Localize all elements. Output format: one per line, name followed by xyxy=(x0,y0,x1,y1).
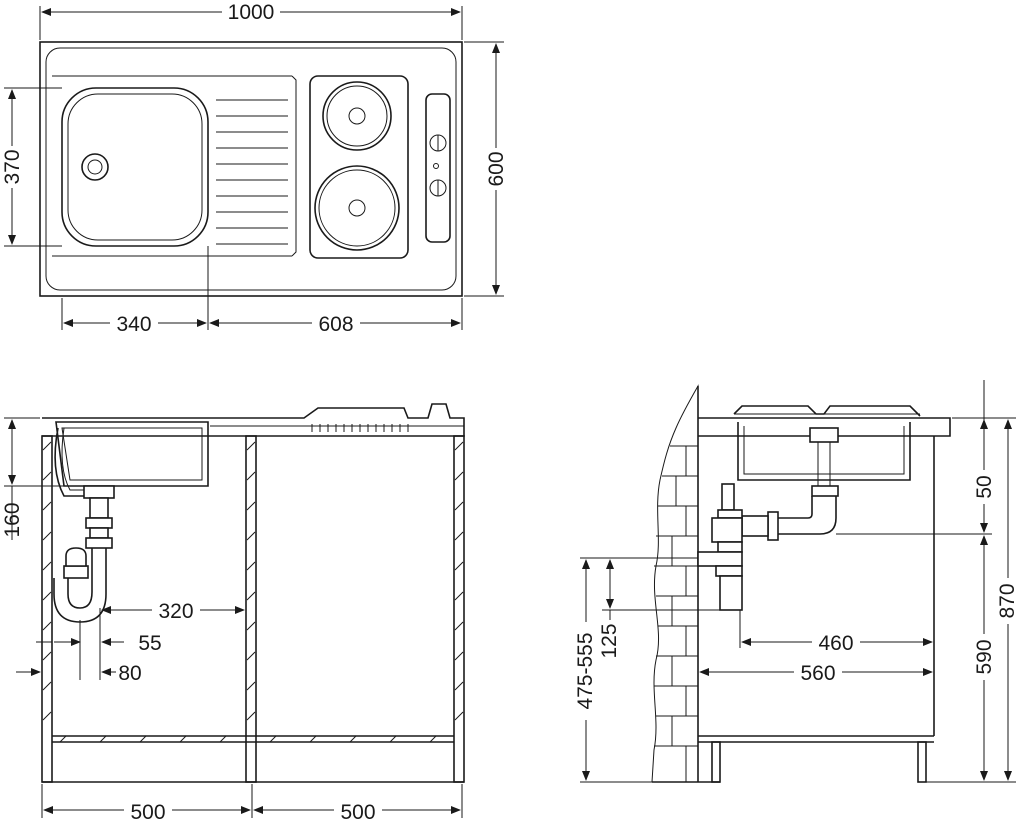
hotplate-small-center xyxy=(348,107,366,125)
drain-hole-inner xyxy=(87,159,103,175)
side-foot-back xyxy=(711,741,721,783)
dim-wall-connection-offset: 125 xyxy=(598,623,621,658)
panel-hatching xyxy=(42,441,464,743)
dim-drain-drop: 50 xyxy=(973,475,996,498)
dim-outlet-depth: 460 xyxy=(818,632,853,655)
indicator-light xyxy=(433,163,439,169)
dim-sink-depth: 370 xyxy=(1,149,24,184)
right-cabinet-side xyxy=(453,435,465,783)
front-sink-basin xyxy=(55,421,209,487)
dim-right-cabinet: 500 xyxy=(340,801,375,823)
side-inlet-nozzle xyxy=(721,483,735,511)
overflow-pipe xyxy=(54,427,84,497)
front-view: 160 320 55 80 500 500 xyxy=(1,403,465,823)
drain-fitting xyxy=(83,485,115,499)
front-countertop xyxy=(42,403,465,437)
dim-left-cabinet: 500 xyxy=(130,801,165,823)
dim-total-height: 870 xyxy=(996,583,1019,618)
dim-sink-right: 608 xyxy=(318,313,353,336)
side-sink-basin xyxy=(737,422,911,481)
dim-pipe-offset-1: 55 xyxy=(138,632,161,655)
vent-slots xyxy=(311,424,409,432)
hotplate-large-ring xyxy=(318,169,396,247)
wall xyxy=(651,384,699,783)
sink-bowl xyxy=(61,87,209,247)
dim-wall-connection-range: 475-555 xyxy=(574,632,597,709)
hotplate-large-center xyxy=(348,199,366,217)
hotplate-small xyxy=(322,81,392,151)
wall-bricks xyxy=(654,445,698,782)
dim-overall-depth: 600 xyxy=(485,151,508,186)
countertop-inner-edge xyxy=(45,47,457,291)
side-view: 50 590 870 475-555 125 460 560 xyxy=(574,380,1020,783)
hotplate-small-ring xyxy=(326,85,388,147)
center-cabinet-panel xyxy=(245,435,257,783)
dim-overall-width: 1000 xyxy=(228,1,275,24)
control-strip xyxy=(425,93,451,243)
side-wall-outlet xyxy=(697,551,743,567)
dim-outlet-height: 590 xyxy=(973,639,996,674)
dim-sink-width: 340 xyxy=(116,313,151,336)
hotplate-large xyxy=(314,165,400,251)
overflow-box xyxy=(809,427,839,443)
dim-drain-height: 160 xyxy=(1,502,24,537)
siphon-cap xyxy=(63,565,89,579)
top-view: 1000 600 370 340 608 xyxy=(0,0,508,336)
siphon-trap xyxy=(67,548,93,609)
dim-pipe-offset-2: 80 xyxy=(118,662,141,685)
countertop-outline xyxy=(39,41,463,297)
drain-hole xyxy=(81,153,109,181)
sink-bowl-inner xyxy=(67,93,203,241)
dim-siphon-offset: 320 xyxy=(158,600,193,623)
drainboard-rim xyxy=(291,75,297,257)
dim-cabinet-depth: 560 xyxy=(800,662,835,685)
drainboard-ribs xyxy=(216,99,288,245)
hob-panel xyxy=(309,75,409,259)
side-drain-elbow xyxy=(774,496,837,535)
side-foot-front xyxy=(917,741,927,783)
left-cabinet-side xyxy=(41,435,53,783)
